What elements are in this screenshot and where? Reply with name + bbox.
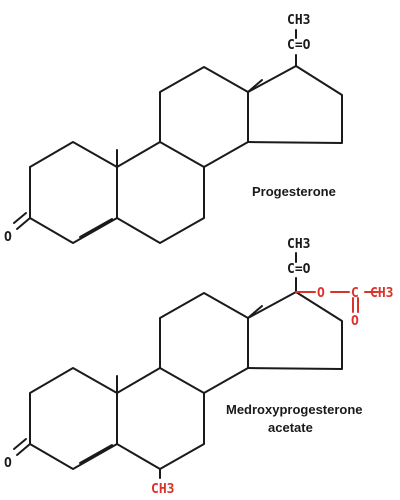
ring-a [29, 367, 118, 470]
double-bond-c4-c5 [79, 444, 113, 464]
acetate-c-label: C [351, 286, 359, 301]
side-ch3-label: CH3 [287, 237, 310, 252]
ketone-bond [16, 217, 31, 230]
ketone-bond [16, 443, 31, 456]
acetate-ch3-label: CH3 [370, 286, 393, 301]
ring-d [247, 65, 343, 144]
ring-d [247, 291, 343, 370]
side-ch3-label: CH3 [287, 13, 310, 28]
ketone-bond-double [13, 212, 27, 224]
ketone-o-label: O [4, 456, 12, 471]
ring-c [159, 292, 249, 394]
side-co-label: C=O [287, 262, 311, 277]
mpa-caption-line-1: Medroxyprogesterone [226, 402, 363, 417]
ring-b [116, 141, 205, 244]
double-bond-c4-c5 [79, 218, 113, 238]
progesterone-structure: CH3 C=O O Progesterone [4, 13, 343, 245]
ring-a [29, 141, 118, 244]
mpa-caption-line-2: acetate [268, 420, 313, 435]
ketone-bond-double [13, 438, 27, 450]
acetate-o-label: O [317, 286, 325, 301]
side-co-label: C=O [287, 38, 311, 53]
ring-c [159, 66, 249, 168]
progesterone-caption: Progesterone [252, 184, 336, 199]
ketone-o-label: O [4, 230, 12, 245]
acetate-carbonyl-o-label: O [351, 314, 359, 329]
ring-b [116, 367, 205, 470]
medroxyprogesterone-acetate-structure: CH3 C=O O O C CH3 O CH3 Medroxyprogester… [4, 237, 393, 497]
methyl-6-label: CH3 [151, 482, 174, 497]
